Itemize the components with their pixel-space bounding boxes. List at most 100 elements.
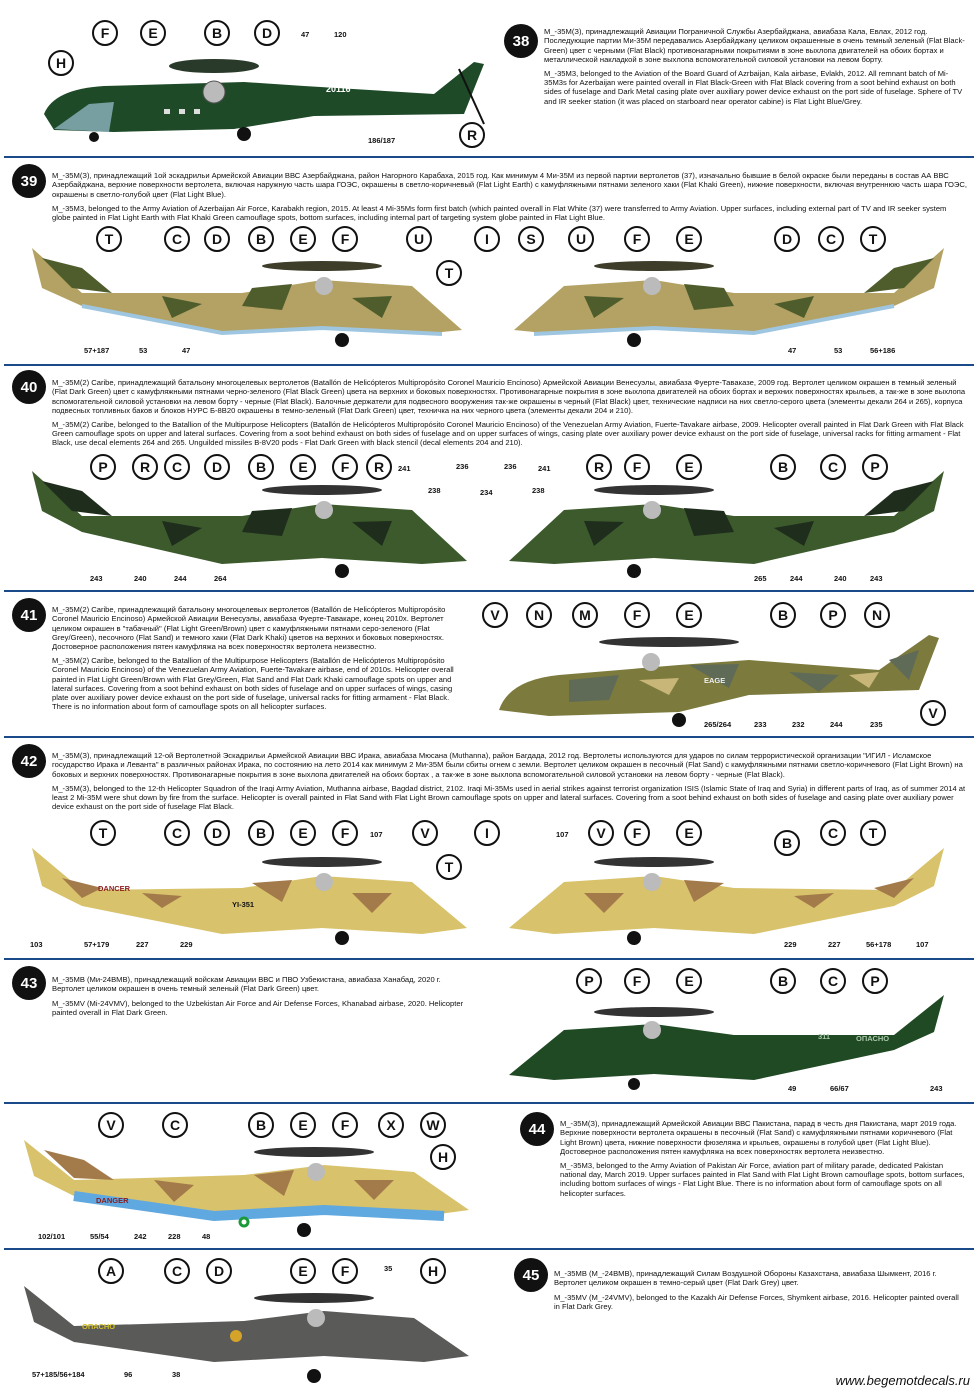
decal-number: 47 bbox=[788, 346, 797, 355]
decal-number: 96 bbox=[124, 1370, 133, 1379]
decal-number: 238 bbox=[428, 486, 441, 495]
callout-letter: C bbox=[820, 454, 846, 480]
decal-number: 232 bbox=[792, 720, 805, 729]
callout-letter: E bbox=[140, 20, 166, 46]
description-en: M_-35M(3), belonged to the 12-th Helicop… bbox=[52, 783, 966, 812]
callout-letter: B bbox=[204, 20, 230, 46]
section-42: 42 М_-35М(З), принадлежащий 12-ой Вертол… bbox=[4, 736, 974, 956]
callout-letter: B bbox=[248, 226, 274, 252]
decal-number: 120 bbox=[334, 30, 347, 39]
decal-number: 235 bbox=[870, 720, 883, 729]
section-40: 40 М_-35М(2) Caribe, принадлежащий батал… bbox=[4, 364, 974, 588]
callout-letter: B bbox=[770, 968, 796, 994]
helicopter-38-profile bbox=[14, 34, 494, 149]
section-description: М_-35М(З), принадлежащий 1ой эскадрильи … bbox=[52, 162, 967, 231]
callout-letter: C bbox=[164, 454, 190, 480]
decal-number: 264 bbox=[214, 574, 227, 583]
callout-letter: F bbox=[332, 226, 358, 252]
callout-letter: C bbox=[164, 226, 190, 252]
helicopter-42-left-profile bbox=[22, 838, 482, 948]
section-description: М_-35МВ (Ми-24ВМВ), принадлежащий войска… bbox=[52, 966, 472, 1026]
decal-number: 240 bbox=[134, 574, 147, 583]
decal-number: 53 bbox=[834, 346, 843, 355]
decal-number: 48 bbox=[202, 1232, 211, 1241]
decal-number: 244 bbox=[174, 574, 187, 583]
callout-letter: C bbox=[820, 968, 846, 994]
callout-letter: E bbox=[676, 454, 702, 480]
decal-number: 243 bbox=[930, 1084, 943, 1093]
callout-letter: T bbox=[90, 820, 116, 846]
callout-letter: F bbox=[624, 968, 650, 994]
callout-letter: N bbox=[526, 602, 552, 628]
callout-letter: E bbox=[290, 226, 316, 252]
callout-letter: D bbox=[204, 454, 230, 480]
decal-number: 56+178 bbox=[866, 940, 892, 949]
section-number-badge: 44 bbox=[520, 1112, 554, 1146]
callout-letter: D bbox=[254, 20, 280, 46]
callout-letter: H bbox=[420, 1258, 446, 1284]
section-number-badge: 42 bbox=[12, 744, 46, 778]
section-43: 43 М_-35МВ (Ми-24ВМВ), принадлежащий вой… bbox=[4, 958, 974, 1100]
helicopter-42-right-profile bbox=[494, 838, 954, 948]
description-ru: М_-35М(З), принадлежащий Авиации Пограни… bbox=[544, 27, 965, 64]
section-number-badge: 40 bbox=[12, 370, 46, 404]
decal-number: 107 bbox=[916, 940, 929, 949]
description-en: M_-35M3, belonged to the Army Aviation o… bbox=[560, 1161, 965, 1198]
description-ru: М_-35М(З), принадлежащий Армейской Авиац… bbox=[560, 1119, 957, 1156]
decal-number: 57+187 bbox=[84, 346, 110, 355]
callout-letter: R bbox=[366, 454, 392, 480]
callout-letter: M bbox=[572, 602, 598, 628]
decal-number: 241 bbox=[538, 464, 551, 473]
callout-letter: P bbox=[90, 454, 116, 480]
callout-letter: E bbox=[676, 226, 702, 252]
decal-number: 57+185/56+184 bbox=[32, 1370, 85, 1379]
callout-letter: D bbox=[204, 226, 230, 252]
callout-letter: I bbox=[474, 820, 500, 846]
description-ru: М_-35МВ (М_-24ВМВ), принадлежащий Силам … bbox=[554, 1269, 937, 1288]
callout-letter: P bbox=[820, 602, 846, 628]
decal-number: 236 bbox=[456, 462, 469, 471]
section-38: 38 М_-35М(З), принадлежащий Авиации Погр… bbox=[4, 4, 974, 154]
callout-letter: H bbox=[430, 1144, 456, 1170]
description-ru: М_-35М(2) Caribe, принадлежащий батальон… bbox=[52, 605, 446, 652]
description-en: M_-35MV (M_-24VMV), belonged to the Kaza… bbox=[554, 1292, 959, 1311]
callout-letter: D bbox=[204, 820, 230, 846]
callout-letter: T bbox=[436, 854, 462, 880]
callout-letter: V bbox=[588, 820, 614, 846]
footer-website[interactable]: www.begemotdecals.ru bbox=[835, 1373, 970, 1388]
callout-letter: P bbox=[862, 454, 888, 480]
callout-letter: P bbox=[862, 968, 888, 994]
helicopter-44-profile bbox=[14, 1130, 484, 1240]
decal-number: 186/187 bbox=[368, 136, 396, 145]
section-45: A C D E F H 35 57+185/56+184 96 38 ОПАСН… bbox=[4, 1248, 974, 1390]
callout-letter: H bbox=[48, 50, 74, 76]
callout-letter: E bbox=[676, 602, 702, 628]
helicopter-43-profile bbox=[494, 990, 954, 1090]
callout-letter: D bbox=[206, 1258, 232, 1284]
callout-letter: C bbox=[164, 820, 190, 846]
decal-number: 38 bbox=[172, 1370, 181, 1379]
callout-letter: C bbox=[820, 820, 846, 846]
helicopter-39-left-profile bbox=[22, 238, 482, 353]
callout-letter: E bbox=[290, 1112, 316, 1138]
description-ru: М_-35М(2) Caribe, принадлежащий батальон… bbox=[52, 378, 966, 415]
decal-number: 49 bbox=[788, 1084, 797, 1093]
decal-number: 56+186 bbox=[870, 346, 896, 355]
callout-letter: B bbox=[770, 602, 796, 628]
tail-stencil: DANCER bbox=[98, 884, 131, 893]
decal-number: 102/101 bbox=[38, 1232, 66, 1241]
description-ru: М_-35М(З), принадлежащий 1ой эскадрильи … bbox=[52, 171, 967, 199]
description-en: M_-35M3, belonged to the Aviation of the… bbox=[544, 69, 963, 106]
callout-letter: V bbox=[920, 700, 946, 726]
helicopter-45-profile bbox=[14, 1276, 484, 1386]
callout-letter: B bbox=[248, 1112, 274, 1138]
section-description: М_-35М(З), принадлежащий Авиации Пограни… bbox=[544, 18, 969, 115]
decal-number: 55/54 bbox=[90, 1232, 109, 1241]
callout-letter: B bbox=[774, 830, 800, 856]
description-ru: М_-35МВ (Ми-24ВМВ), принадлежащий войска… bbox=[52, 975, 441, 994]
decal-number: 47 bbox=[182, 346, 191, 355]
decal-number: 227 bbox=[136, 940, 149, 949]
decal-number: 107 bbox=[370, 830, 383, 839]
section-description: М_-35М(З), принадлежащий Армейской Авиац… bbox=[560, 1110, 965, 1207]
callout-letter: R bbox=[459, 122, 485, 148]
